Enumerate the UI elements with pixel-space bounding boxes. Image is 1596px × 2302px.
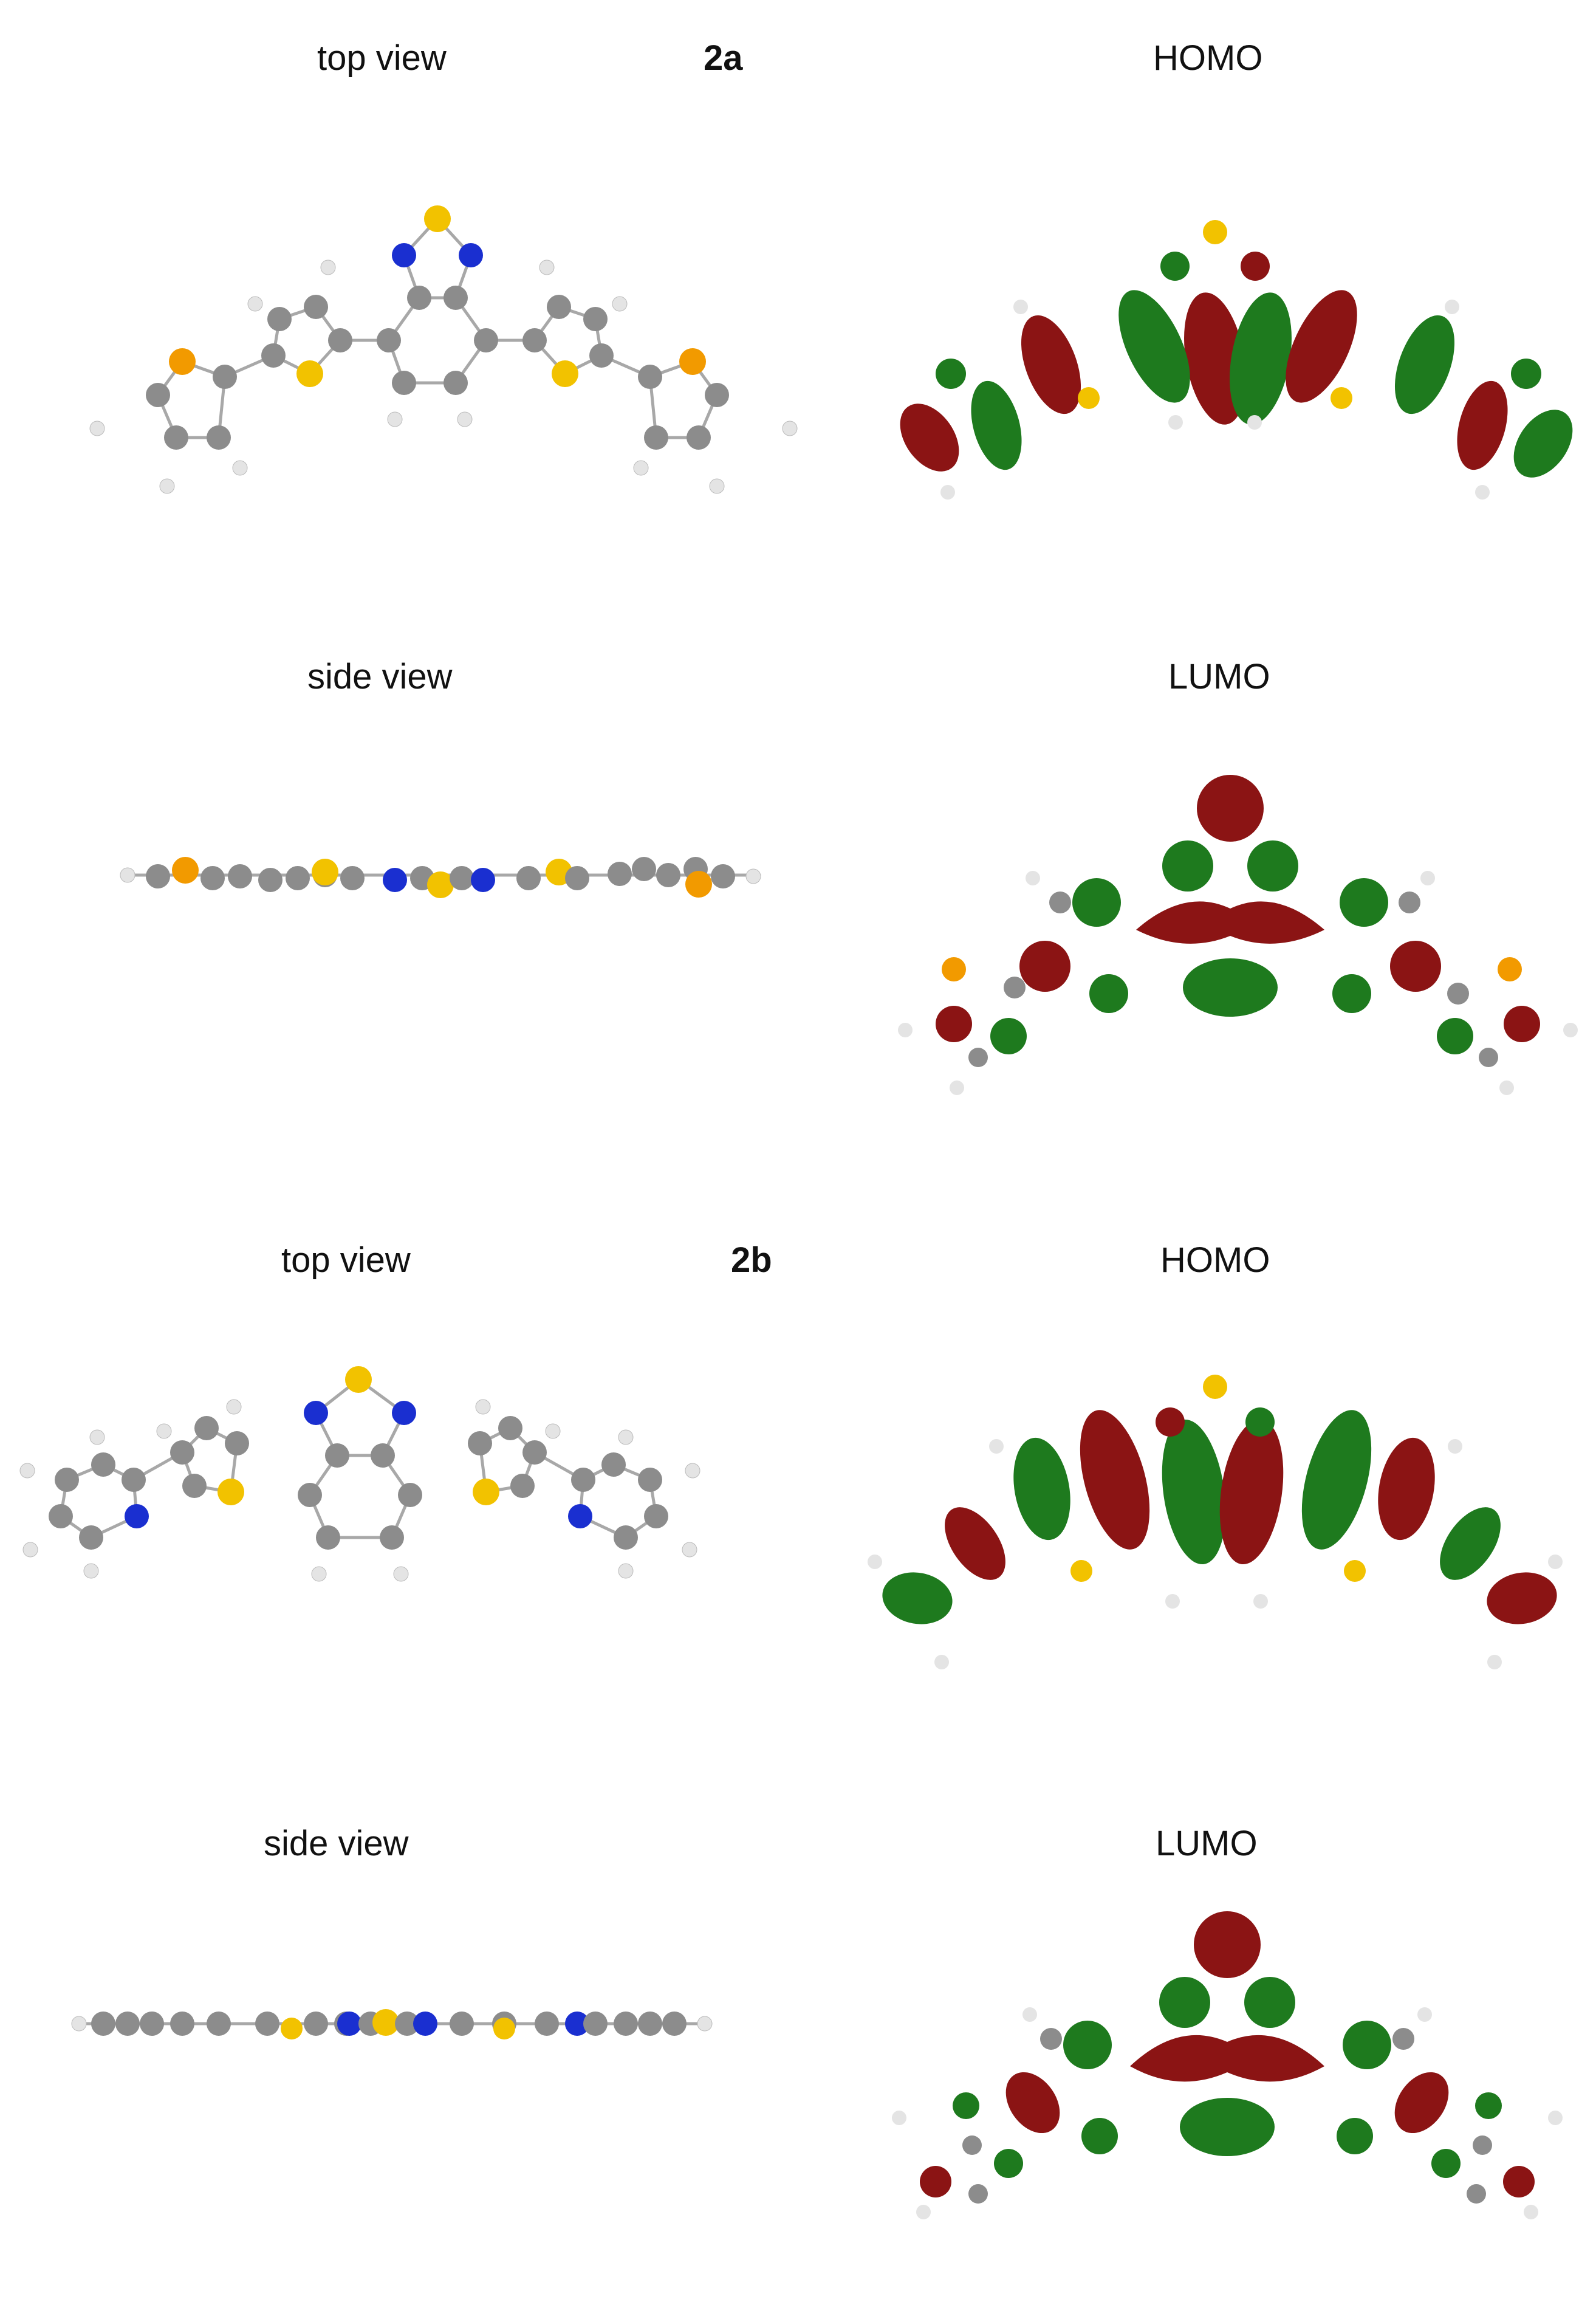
top-view-label-2a: top view: [317, 38, 447, 78]
lumo-orbital-2b: [892, 1911, 1563, 2219]
atoms: [71, 2009, 713, 2039]
bonds: [156, 217, 719, 439]
orbital-lobes: [868, 1375, 1563, 1669]
lumo-label-2a: LUMO: [1168, 657, 1270, 696]
molecule-2b-side-view: [71, 2009, 713, 2039]
atoms: [89, 205, 798, 494]
compound-label-2a: 2a: [704, 38, 743, 78]
bonds: [59, 1378, 658, 1539]
homo-orbital-2a: [900, 220, 1573, 500]
top-view-label-2b: top view: [281, 1240, 411, 1280]
homo-label-2a: HOMO: [1153, 38, 1263, 78]
lumo-orbital-2a: [898, 775, 1578, 1095]
compound-label-2b: 2b: [731, 1240, 772, 1280]
atoms: [19, 1366, 700, 1582]
molecule-2a-side-view: [120, 857, 761, 898]
side-view-label-2a: side view: [307, 657, 453, 696]
side-view-label-2b: side view: [264, 1824, 409, 1863]
orbital-lobes: [898, 775, 1578, 1095]
homo-label-2b: HOMO: [1160, 1240, 1270, 1280]
orbital-lobes: [900, 220, 1573, 500]
orbital-lobes: [892, 1911, 1563, 2219]
molecule-2a-top-view: [89, 205, 798, 494]
lumo-label-2b: LUMO: [1156, 1824, 1258, 1863]
molecule-2b-top-view: [19, 1366, 700, 1582]
homo-orbital-2b: [868, 1375, 1563, 1669]
atoms: [120, 857, 761, 898]
